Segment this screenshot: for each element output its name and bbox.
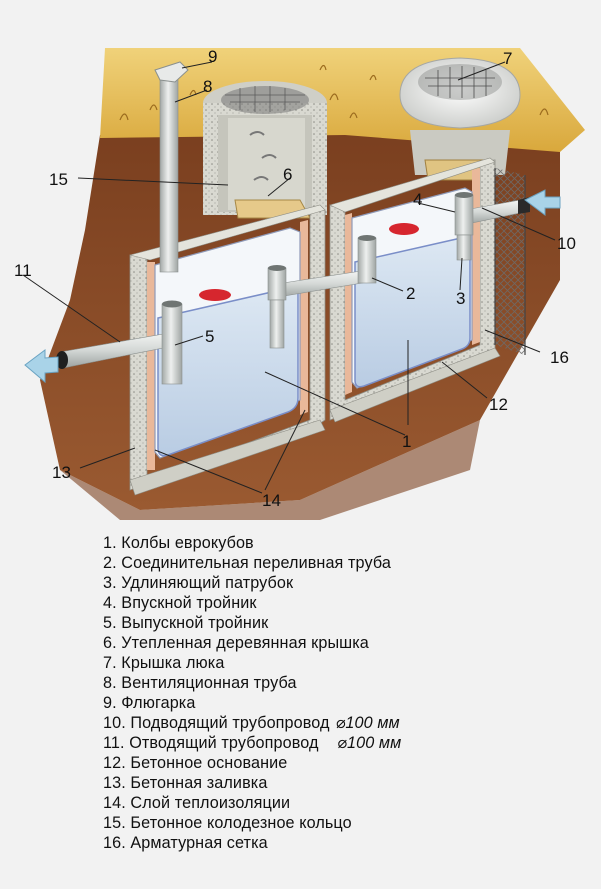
callout-1: 1 (402, 432, 411, 451)
legend-item: 7. Крышка люка (103, 654, 225, 672)
left-container-walls (129, 204, 326, 496)
legend-item: 13. Бетонная заливка (103, 774, 268, 792)
callout-8: 8 (203, 77, 212, 96)
callout-2: 2 (406, 284, 415, 303)
legend-item: 11. Отводящий трубопровод ⌀100 мм (103, 734, 402, 752)
inlet-pipe (454, 189, 561, 261)
callout-12: 12 (489, 395, 508, 414)
outlet-pipe (24, 300, 183, 385)
callout-11: 11 (14, 261, 32, 280)
legend-item: 2. Соединительная переливная труба (103, 554, 391, 572)
callout-numbers: 9 8 7 15 6 4 10 11 2 3 5 16 12 1 13 14 (14, 47, 576, 510)
rebar-mesh (494, 168, 526, 355)
legend-item: 16. Арматурная сетка (103, 834, 268, 852)
legend-item: 3. Удлиняющий патрубок (103, 574, 294, 592)
overflow-pipe (267, 235, 377, 349)
callout-14: 14 (262, 491, 281, 510)
callout-16: 16 (550, 348, 569, 367)
legend-item: 12. Бетонное основание (103, 754, 288, 772)
hatch-cover (399, 57, 521, 181)
callout-3: 3 (456, 289, 465, 308)
callout-15: 15 (49, 170, 68, 189)
left-flask (154, 227, 301, 459)
callout-5: 5 (205, 327, 214, 346)
legend-item: 8. Вентиляционная труба (103, 674, 297, 692)
right-flask (351, 187, 473, 389)
diameter-label: ⌀100 мм (335, 714, 400, 732)
diameter-label: ⌀100 мм (337, 734, 402, 752)
callout-13: 13 (52, 463, 71, 482)
legend-item: 1. Колбы еврокубов (103, 534, 254, 552)
legend-item: 15. Бетонное колодезное кольцо (103, 814, 352, 832)
legend-item: 9. Флюгарка (103, 694, 196, 712)
legend-item: 5. Выпускной тройник (103, 614, 269, 632)
concrete-well-ring (203, 81, 327, 219)
callout-7: 7 (503, 49, 512, 68)
septic-diagram: 9 8 7 15 6 4 10 11 2 3 5 16 12 1 13 14 (14, 47, 585, 520)
callout-4: 4 (413, 190, 422, 209)
callout-9: 9 (208, 47, 217, 66)
legend-item: 4. Впускной тройник (103, 594, 257, 612)
legend-item: 6. Утепленная деревянная крышка (103, 634, 369, 652)
legend-list: 1. Колбы еврокубов 2. Соединительная пер… (103, 533, 401, 853)
legend-item: 10. Подводящий трубопровод⌀100 мм (103, 714, 400, 732)
leader-lines (22, 61, 556, 494)
callout-6: 6 (283, 165, 292, 184)
legend-item: 14. Слой теплоизоляции (103, 794, 291, 812)
vent-pipe (154, 61, 189, 273)
callout-10: 10 (557, 234, 576, 253)
